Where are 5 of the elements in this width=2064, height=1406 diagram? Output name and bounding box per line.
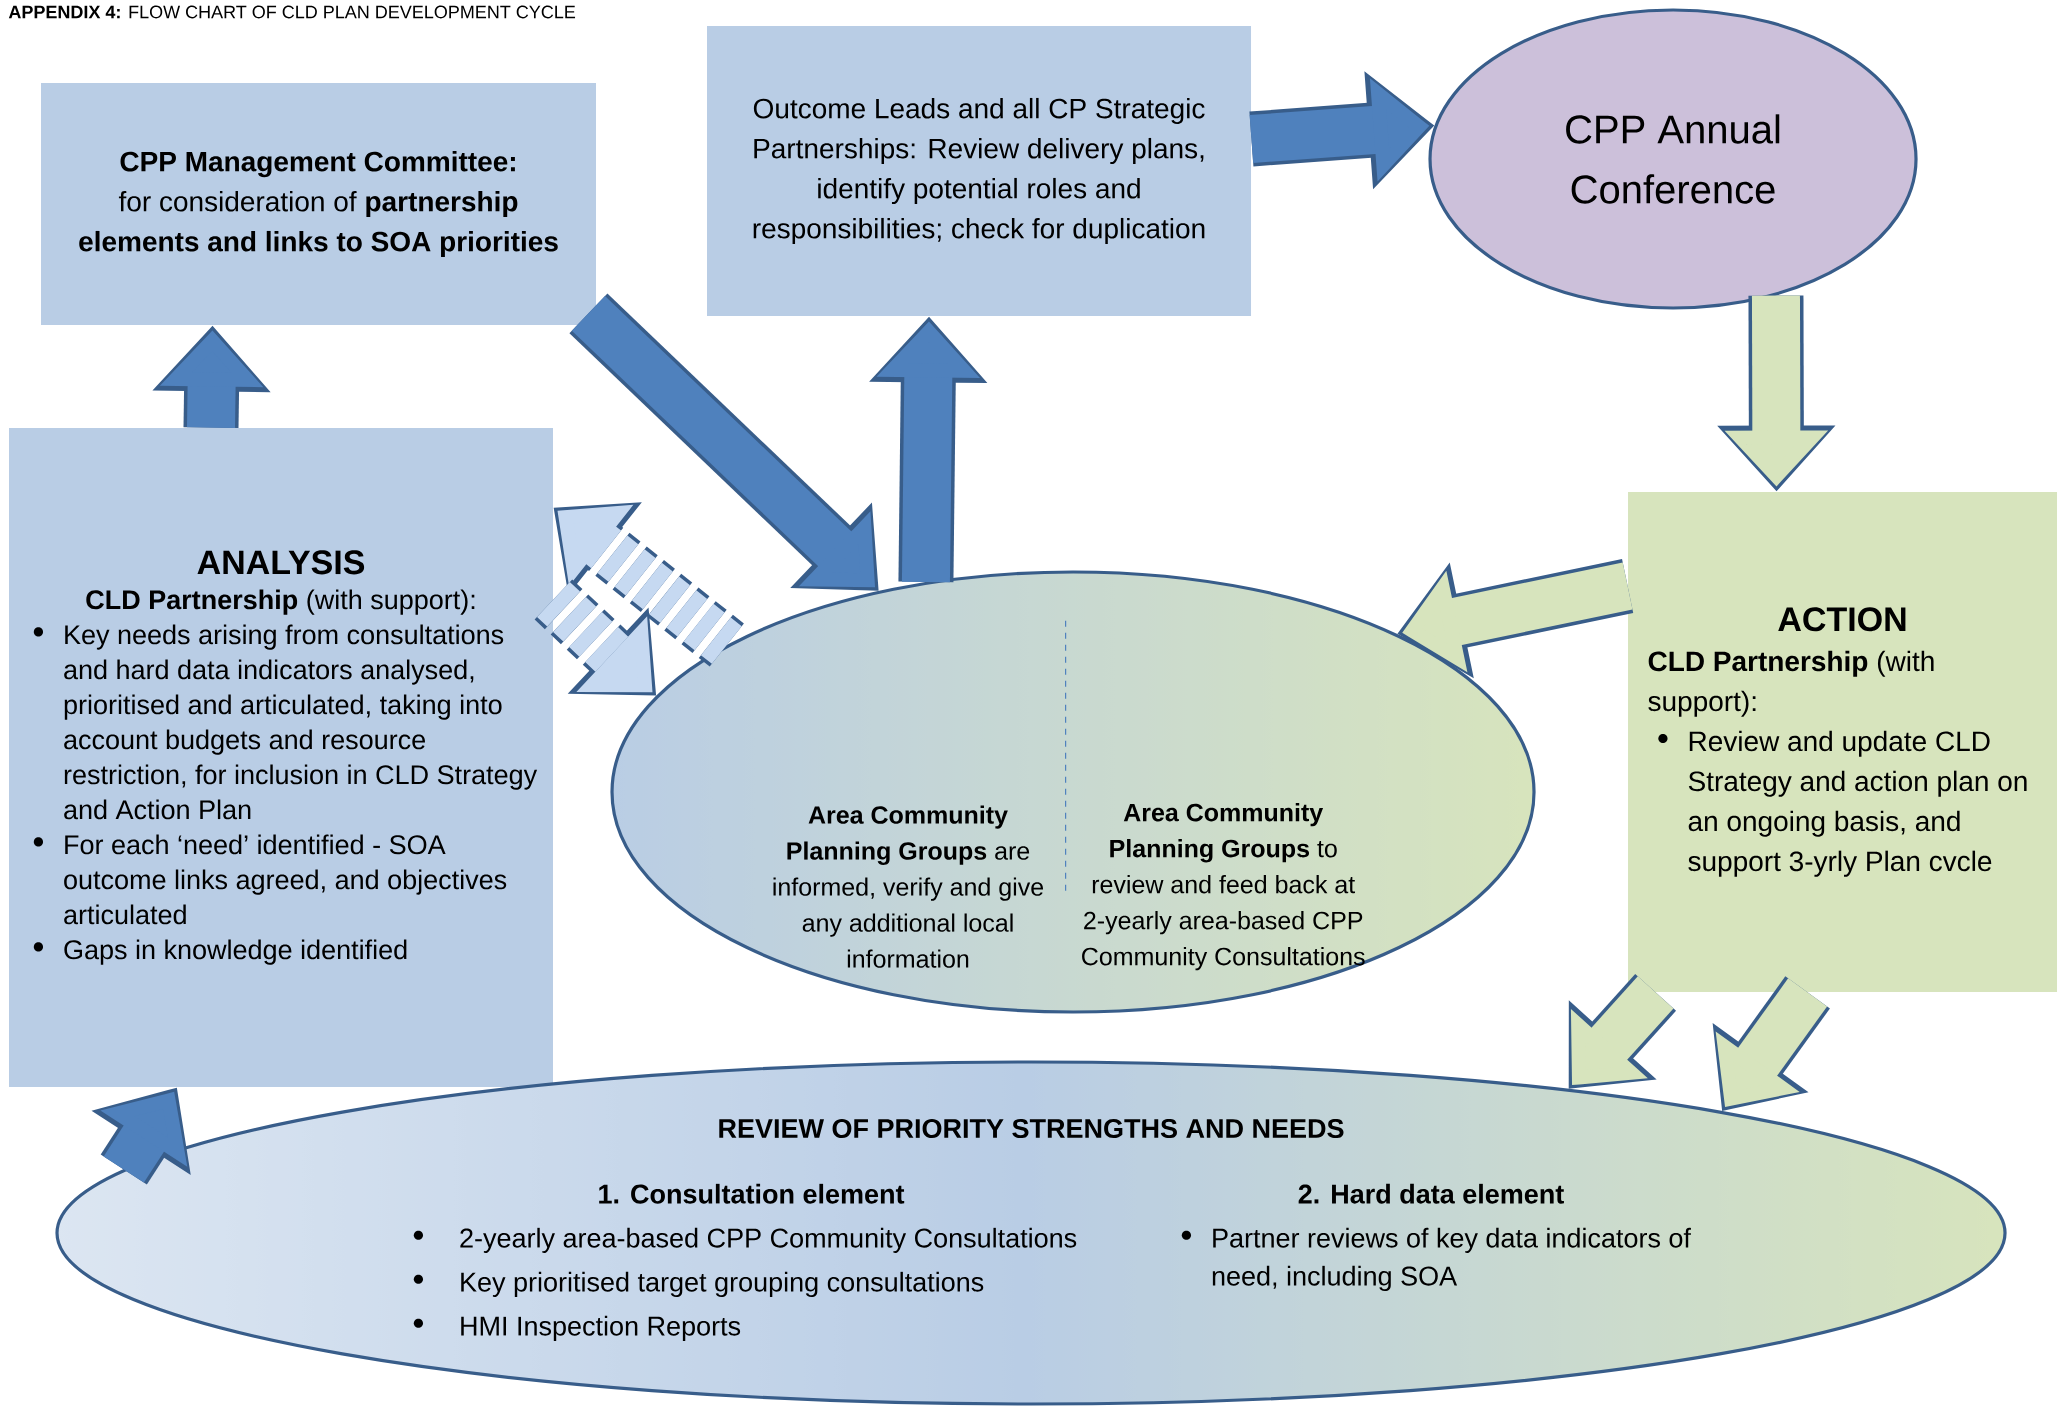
process-box: Outcome Leads and all CP Strategic Partnerships: Review delivery plans, identify potential roles and responsibilities; check for duplication — [707, 26, 1251, 316]
process-box: CPP Management Committee: for consideration of partnership elements and links to SOA priorities — [41, 83, 596, 325]
heading: APPENDIX 4: FLOW CHART OF CLD PLAN DEVELOPMENT CYCLE — [8, 5, 576, 19]
analysis-box: ANALYSIS CLD Partnership (with support): Key needs arising from consultations and hard data indicators analysed, prioritised and articulated, taking into account budgets and resource restriction, for inclusion in CLD Strategy and Action Plan For each ‘need’ identified - SOA outcome links agreed, and objectives articulated Gaps in knowledge identified — [9, 428, 553, 1087]
action-box: ACTION CLD Partnership (with support): Review and update CLD Strategy and action plan on an ongoing basis, and support 3-yrly Plan cvcle — [1628, 492, 2058, 992]
